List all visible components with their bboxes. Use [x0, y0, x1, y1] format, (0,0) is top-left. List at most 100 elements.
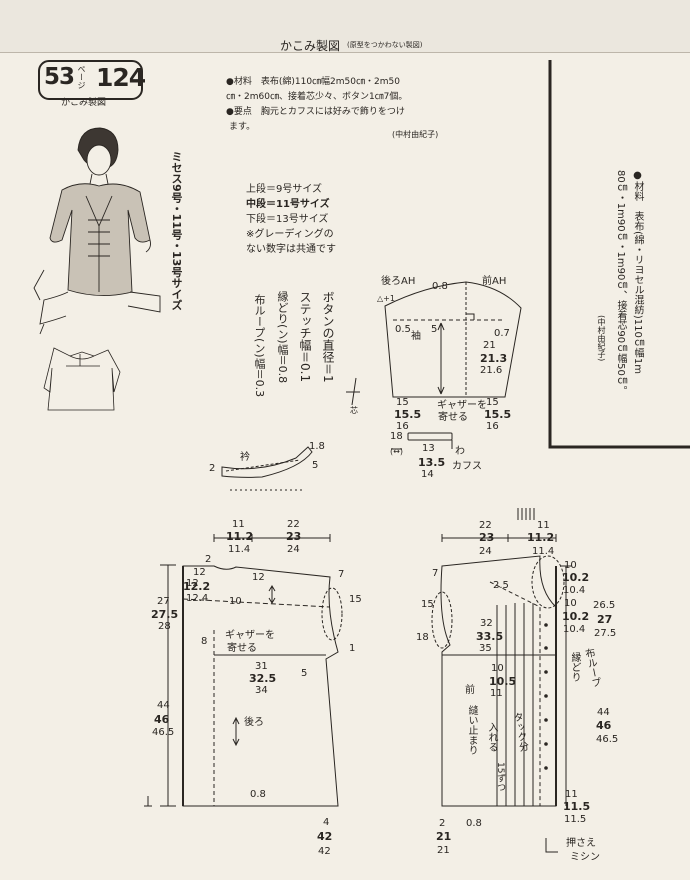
back-arm-13: 28 — [158, 621, 171, 632]
note-stitch: ステッチ幅＝0.1 — [298, 291, 312, 383]
front-yoke-11: 10.2 — [562, 610, 590, 623]
back-arm-9: 27 — [157, 596, 170, 607]
back-top-left-11: 11.2 — [226, 530, 254, 543]
front-foot-11: 21 — [436, 830, 452, 843]
front-bodice-pattern — [431, 508, 572, 853]
cuff-len-11: 13.5 — [418, 456, 446, 469]
back-side-11: 12.2 — [183, 580, 211, 593]
front-hem-allowance: 0.8 — [466, 818, 482, 829]
back-len-13: 46.5 — [152, 727, 175, 738]
front-name: 前 — [465, 685, 475, 696]
cuff-height: 18 — [390, 431, 403, 442]
collar-pattern — [221, 446, 313, 491]
sleeve-name: 袖 — [411, 331, 421, 342]
back-foot-11: 42 — [317, 830, 333, 843]
front-top-right-13: 11.4 — [532, 546, 555, 557]
front-yoke-9: 10 — [564, 598, 577, 609]
materials-line: ●材料 表布(綿)110㎝幅2m50㎝・2m50 — [226, 77, 400, 87]
legend-note: ※グレーディングの — [246, 229, 334, 240]
front-press: ミシン — [570, 852, 600, 863]
front-binding: 縁どり — [569, 652, 580, 682]
sleeve-core: 芯 — [350, 406, 358, 415]
front-arm-11: 27 — [597, 613, 613, 626]
front-top-right-9: 11 — [537, 520, 550, 531]
header-bar — [0, 0, 690, 53]
back-foot-9: 4 — [323, 817, 330, 828]
back-side-9: 12 — [186, 578, 199, 589]
front-eighteen: 18 — [416, 632, 429, 643]
cuff-len-13: 14 — [421, 469, 434, 480]
sleeve-len-9: 21 — [483, 340, 496, 351]
sleeve-front-ah: 前AH — [482, 276, 507, 287]
front-pos-9: 10 — [491, 663, 504, 674]
front-buttons — [544, 623, 548, 770]
collar-h: 1.8 — [309, 441, 325, 452]
front-arm-9: 26.5 — [593, 600, 616, 611]
front-len-11: 46 — [596, 719, 612, 732]
cuff-name: カフス — [452, 461, 482, 472]
front-arm-13: 27.5 — [594, 628, 617, 639]
sleeve-gather: ギャザーを — [437, 400, 487, 411]
back-twelve: 12 — [193, 567, 206, 578]
cuff-arrow: (↔) — [390, 447, 403, 456]
back-width-13: 34 — [255, 685, 268, 696]
front-pos-11: 10.5 — [489, 675, 517, 688]
note-binding: 縁どり(ン)幅＝0.8 — [276, 291, 289, 384]
back-foot-13: 42 — [318, 846, 331, 857]
back-arm-11: 27.5 — [151, 608, 179, 621]
key-point-line: ●要点 胸元とカフスには好みで飾りをつけ — [226, 107, 405, 117]
back-top-right-11: 23 — [286, 530, 302, 543]
back-eight: 8 — [201, 636, 208, 647]
materials-text: ●材料 表布(綿)110㎝幅2m50㎝・2m50 ㎝・2m60㎝、接着芯少々、ボ… — [226, 75, 407, 135]
back-top-right-9: 22 — [287, 519, 300, 530]
front-tuck-insert: 入れる — [486, 722, 497, 752]
back-gather: ギャザーを — [225, 630, 275, 641]
sleeve-w-right-9: 15 — [486, 397, 499, 408]
collar-five: 5 — [312, 460, 319, 471]
right-credit: (中村由紀子) — [597, 315, 606, 362]
back-bodice-pattern — [144, 534, 343, 807]
front-press: 押さえ — [566, 838, 596, 849]
front-width-9: 32 — [480, 618, 493, 629]
front-pos-13: 11 — [490, 688, 503, 699]
collar-two: 2 — [209, 463, 216, 474]
front-foot-9: 2 — [439, 818, 446, 829]
sleeve-len-11: 21.3 — [480, 352, 508, 365]
right-materials: ●材料 表布(綿・リヨセル混紡)110㎝幅1m — [632, 170, 643, 374]
cuff-len-9: 13 — [422, 443, 435, 454]
badge-caption: かこみ製図 — [61, 98, 107, 108]
back-ten: 10 — [229, 596, 242, 607]
back-top-left-13: 11.4 — [228, 544, 251, 555]
designer-credit: (中村由紀子) — [392, 130, 439, 139]
sleeve-back-ah: 後ろAH — [381, 276, 416, 287]
front-top-left-9: 22 — [479, 520, 492, 531]
materials-line: ㎝・2m60㎝、接着芯少々、ボタン1㎝7個。 — [226, 92, 408, 102]
back-two: 2 — [205, 554, 212, 565]
sleeve-plus1: △+1 — [377, 294, 395, 303]
front-width-13: 35 — [479, 643, 492, 654]
back-one: 1 — [349, 643, 356, 654]
front-top-left-11: 23 — [479, 531, 495, 544]
sleeve-five: 5 — [431, 324, 438, 335]
back-len-9: 44 — [157, 700, 170, 711]
front-len-9: 44 — [597, 707, 610, 718]
note-button: ボタンの直径＝1 — [321, 291, 335, 383]
collar-name: 衿 — [240, 452, 250, 463]
back-fifteen: 15 — [349, 594, 362, 605]
cuff-pattern — [391, 432, 453, 450]
front-fifteen: 15 — [421, 599, 434, 610]
page-number: 53 — [44, 64, 75, 90]
sleeve-len-13: 21.6 — [480, 365, 503, 376]
sleeve-w-right-13: 16 — [486, 421, 499, 432]
page-header-title: かこみ製図 — [280, 39, 341, 53]
front-width-11: 33.5 — [476, 630, 504, 643]
back-top-right-13: 24 — [287, 544, 300, 555]
cuff-fold: わ — [455, 446, 465, 457]
back-five: 5 — [301, 668, 308, 679]
front-neck-13: 10.4 — [563, 585, 586, 596]
note-loop: 布ループ(ン)幅＝0.3 — [253, 294, 266, 398]
size-legend: 上段＝9号サイズ 中段＝11号サイズ 下段＝13号サイズ ※グレーディングの な… — [246, 182, 336, 257]
back-name: 後ろ — [244, 717, 264, 728]
back-hem: 0.8 — [250, 789, 266, 800]
